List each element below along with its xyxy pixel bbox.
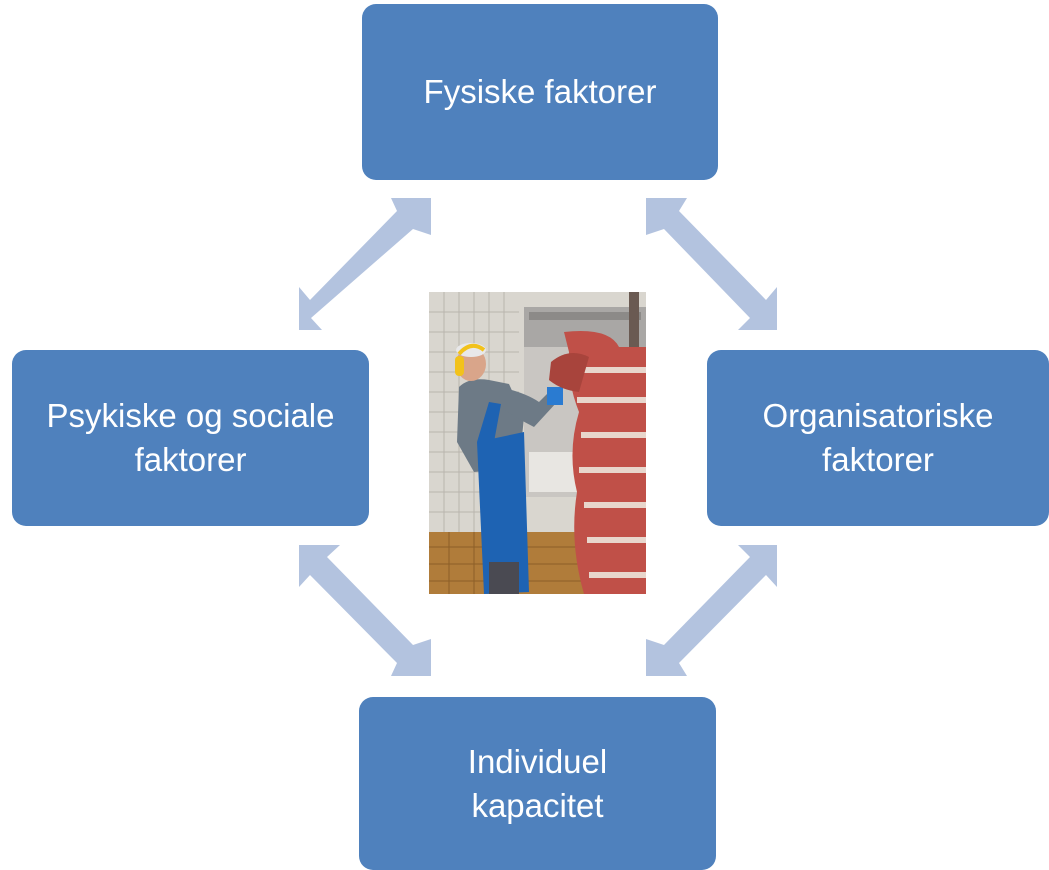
center-photo	[429, 292, 646, 594]
node-individuel-kapacitet-label: Individuel kapacitet	[467, 742, 608, 824]
arrow-left-bottom	[299, 545, 431, 676]
node-individuel-kapacitet: Individuel kapacitet	[359, 697, 716, 870]
node-psykiske-og-sociale-faktorer: Psykiske og sociale faktorer	[12, 350, 369, 526]
node-psykiske-og-sociale-faktorer-label: Psykiske og sociale faktorer	[46, 397, 335, 478]
arrow-top-left	[299, 198, 431, 330]
node-fysiske-faktorer: Fysiske faktorer	[362, 4, 718, 180]
arrow-right-bottom	[646, 545, 777, 676]
node-organisatoriske-faktorer: Organisatoriske faktorer	[707, 350, 1049, 526]
node-organisatoriske-faktorer-label: Organisatoriske faktorer	[762, 397, 994, 478]
arrow-top-right	[646, 198, 777, 330]
butcher-worker-photo-icon	[429, 292, 646, 594]
node-fysiske-faktorer-label: Fysiske faktorer	[423, 73, 657, 110]
